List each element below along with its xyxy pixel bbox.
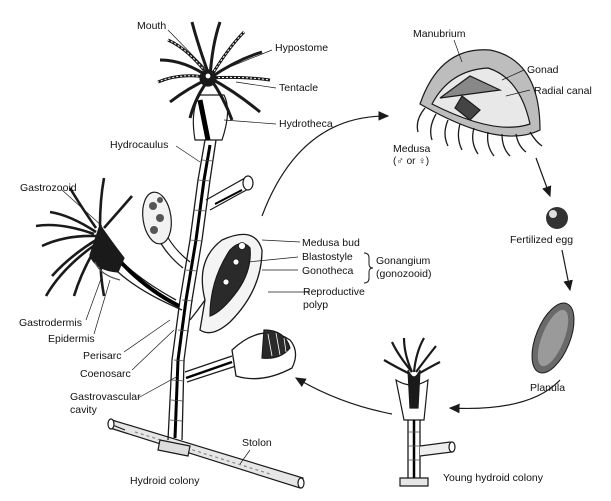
side-branch-stub [205, 175, 254, 211]
young-hydroid-colony-drawing [383, 337, 456, 487]
stolon-drawing [107, 418, 305, 489]
label-hypostome: Hypostome [275, 42, 329, 54]
gonangium-brace [363, 252, 374, 284]
label-stolon: Stolon [242, 437, 272, 449]
label-medusa-sex: (♂ or ♀) [393, 156, 430, 167]
label-blastostyle: Blastostyle [302, 251, 353, 263]
label-gonozooid: (gonozooid) [376, 268, 432, 280]
label-hydrocaulus: Hydrocaulus [110, 139, 169, 151]
label-reproductive-polyp-line2: polyp [303, 299, 329, 311]
label-reproductive-polyp-line1: Reproductive [303, 286, 365, 298]
label-gonangium: Gonangium [376, 255, 431, 267]
arrow-egg-to-planula [561, 249, 573, 292]
arrow-colony-to-medusa [261, 111, 390, 217]
label-hydrotheca: Hydrotheca [279, 118, 333, 130]
label-epidermis: Epidermis [48, 333, 95, 345]
arrow-planula-to-young-colony [448, 379, 561, 414]
label-gastrodermis: Gastrodermis [19, 317, 83, 329]
label-gastrozooid: Gastrozooid [20, 182, 77, 194]
label-radial-canal: Radial canal [534, 85, 592, 97]
label-medusa: Medusa [393, 143, 431, 155]
hydrocaulus-drawing [157, 139, 217, 457]
hydroid-colony-drawing [35, 21, 310, 489]
label-gastrovascular-line1: Gastrovascular [70, 391, 141, 403]
arrow-medusa-to-egg [535, 157, 552, 198]
hydrotheca-drawing [192, 94, 229, 141]
label-fertilized-egg: Fertilized egg [510, 234, 574, 246]
label-hydroid-colony: Hydroid colony [130, 475, 200, 487]
label-mouth: Mouth [137, 20, 167, 32]
fertilized-egg-drawing [546, 207, 568, 229]
leader-lines [61, 29, 310, 465]
label-gonad: Gonad [527, 64, 559, 76]
gonangium-right-drawing [189, 233, 263, 334]
label-manubrium: Manubrium [413, 28, 466, 40]
arrow-young-to-colony [294, 377, 393, 415]
label-gonotheca: Gonotheca [302, 265, 354, 277]
life-cycle-arrows [261, 111, 573, 415]
label-coenosarc: Coenosarc [80, 368, 131, 380]
label-planula: Planula [530, 382, 566, 394]
label-young-hydroid-colony: Young hydroid colony [443, 472, 544, 484]
label-tentacle: Tentacle [279, 82, 319, 94]
label-gastrovascular-line2: cavity [70, 404, 97, 416]
lower-hydrotheca-drawing [184, 329, 297, 383]
label-perisarc: Perisarc [83, 350, 122, 362]
gonangium-left-drawing [142, 191, 191, 269]
gastrozooid-drawing [35, 177, 183, 311]
medusa-drawing [416, 39, 543, 157]
label-medusa-bud: Medusa bud [302, 237, 360, 249]
planula-drawing [531, 302, 575, 374]
